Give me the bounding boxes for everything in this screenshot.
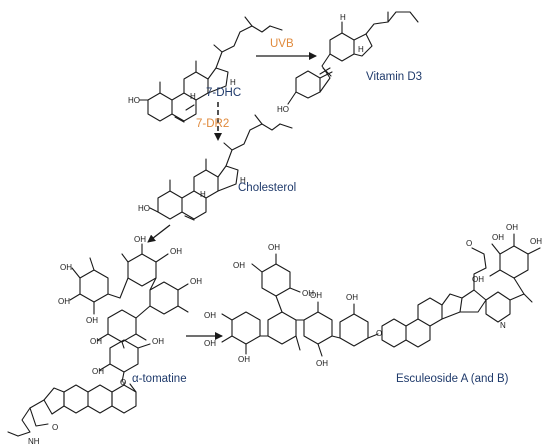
esculeoside-a-structure: OH OH OH OH OH OH OH OH OH OH OH OH OH O… — [204, 223, 542, 368]
hydroxyl-label: HO — [128, 96, 140, 105]
oh-label: OH — [302, 289, 314, 298]
cholesterol-label: Cholesterol — [238, 182, 296, 194]
o-label: O — [52, 423, 58, 432]
oh-label: OH — [506, 223, 518, 232]
oh-label: OH — [316, 359, 328, 368]
oh-label: OH — [86, 316, 98, 325]
nh-label: NH — [28, 437, 40, 446]
oh-label: OH — [170, 247, 182, 256]
oh-label: OH — [58, 297, 70, 306]
oh-label: OH — [92, 367, 104, 376]
hydroxyl-label: HO — [277, 105, 289, 114]
n-label: N — [500, 321, 506, 330]
oh-label: OH — [190, 277, 202, 286]
uvb-label: UVB — [270, 38, 294, 50]
h-label: H — [240, 176, 246, 185]
7-dhc-structure: HO H H — [128, 16, 283, 123]
cholesterol-to-tomatine-arrow — [147, 224, 171, 243]
vitamin-d3-structure: H H HO — [277, 11, 419, 114]
h-label: H — [358, 45, 364, 54]
oh-label: OH — [472, 275, 484, 284]
oh-label: OH — [204, 311, 216, 320]
h-label: H — [200, 190, 206, 199]
alpha-tomatine-label: α-tomatine — [132, 373, 187, 385]
oh-label: OH — [310, 291, 322, 300]
7-dr2-label: 7-DR2 — [196, 118, 229, 130]
esculeoside-label: Esculeoside A (and B) — [396, 373, 509, 385]
cholesterol-structure: HO H H — [138, 114, 293, 221]
oh-label: OH — [152, 337, 164, 346]
alpha-tomatine-structure: O O NH OH OH OH OH OH OH OH OH OH — [7, 235, 202, 446]
h-label: H — [190, 92, 196, 101]
oh-label: OH — [204, 339, 216, 348]
oh-label: OH — [346, 293, 358, 302]
o-label: O — [376, 329, 382, 338]
o-label: O — [466, 239, 472, 248]
o-label: O — [120, 378, 126, 387]
oh-label: OH — [60, 263, 72, 272]
7-dhc-label: 7-DHC — [206, 87, 241, 99]
oh-label: OH — [238, 355, 250, 364]
oh-label: OH — [90, 337, 102, 346]
h-label: H — [230, 78, 236, 87]
oh-label: OH — [492, 233, 504, 242]
oh-label: OH — [233, 261, 245, 270]
vitamin-d3-label: Vitamin D3 — [366, 71, 422, 83]
oh-label: OH — [268, 243, 280, 252]
oh-label: OH — [134, 235, 146, 244]
hydroxyl-label: HO — [138, 204, 150, 213]
oh-label: OH — [530, 237, 542, 246]
h-label: H — [340, 13, 346, 22]
